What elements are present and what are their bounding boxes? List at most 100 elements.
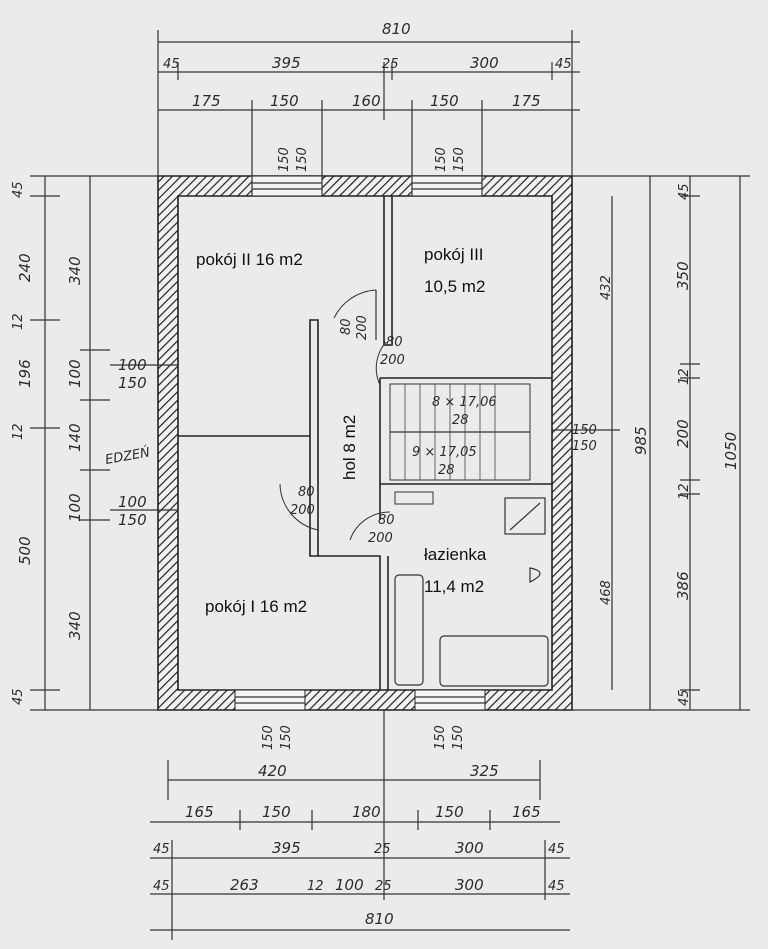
dim-bot-r4-2: 12 bbox=[307, 879, 324, 894]
dim-top-r2-3: 300 bbox=[470, 54, 499, 72]
dim-bot-r3-0: 45 bbox=[153, 842, 170, 857]
dim-right-outer-0: 45 bbox=[677, 183, 692, 200]
dim-top-win-2: 150 bbox=[434, 147, 449, 172]
bottom-dimension-lines bbox=[150, 710, 570, 940]
dim-right-outer-2: 12 bbox=[677, 368, 692, 385]
dim-right-inner-3: 468 bbox=[599, 580, 614, 605]
bathtub-icon bbox=[439, 635, 549, 687]
dim-left-inner-5: 500 bbox=[16, 536, 34, 565]
dim-top-r3-4: 175 bbox=[512, 92, 541, 110]
dim-left-open-3: 150 bbox=[118, 511, 147, 529]
dim-bot-r2-4: 165 bbox=[512, 803, 541, 821]
dim-left-inner-6: 45 bbox=[11, 688, 26, 705]
dim-right-outer-3: 200 bbox=[674, 419, 692, 448]
dim-bot-r3-1: 395 bbox=[272, 839, 301, 857]
dim-right-mid: 985 bbox=[632, 426, 650, 455]
dim-right-outer-5: 386 bbox=[674, 571, 692, 600]
left-dimension-lines bbox=[30, 175, 178, 711]
door-swings bbox=[279, 289, 391, 541]
dim-right-outer-6: 45 bbox=[677, 689, 692, 706]
dim-bot-r2-3: 150 bbox=[435, 803, 464, 821]
stair2-depth: 28 bbox=[438, 463, 455, 478]
room-label-pokoj-2: pokój II 16 m2 bbox=[196, 250, 303, 269]
dim-bot-r2-1: 150 bbox=[262, 803, 291, 821]
dim-left-outer-4: 340 bbox=[66, 611, 84, 640]
dim-left-inner-2: 12 bbox=[11, 313, 26, 330]
dim-right-outer-1: 350 bbox=[674, 261, 692, 290]
dim-bot-total: 810 bbox=[365, 910, 394, 928]
dim-bot-r4-5: 300 bbox=[455, 876, 484, 894]
dim-top-win-1: 150 bbox=[295, 147, 310, 172]
dim-left-open-0: 100 bbox=[118, 356, 147, 374]
bathtub-small-icon bbox=[394, 574, 424, 686]
dim-bot-win-2: 150 bbox=[433, 725, 448, 750]
dim-left-open-1: 150 bbox=[118, 374, 147, 392]
right-dimension-lines bbox=[552, 175, 750, 711]
dim-left-label: EDZEŃ bbox=[104, 444, 151, 468]
dim-top-r2-0: 45 bbox=[163, 57, 180, 72]
dim-left-inner-3: 196 bbox=[16, 359, 34, 388]
dim-bot-r3-3: 300 bbox=[455, 839, 484, 857]
staircase bbox=[389, 383, 531, 481]
dim-top-r2-4: 45 bbox=[555, 57, 572, 72]
dim-top-r2-1: 395 bbox=[272, 54, 301, 72]
dim-bot-r4-6: 45 bbox=[548, 879, 565, 894]
dim-bot-r2-2: 180 bbox=[352, 803, 381, 821]
dim-left-open-2: 100 bbox=[118, 493, 147, 511]
room-label-lazienka-area: 11,4 m2 bbox=[424, 577, 484, 596]
dim-bot-r4-1: 263 bbox=[230, 876, 259, 894]
shower-icon bbox=[504, 497, 546, 535]
toilet-icon bbox=[529, 567, 541, 583]
door3-height: 200 bbox=[290, 503, 315, 518]
dim-left-outer-1: 100 bbox=[66, 359, 84, 388]
dim-bot-r1-0: 420 bbox=[258, 762, 287, 780]
dim-top-win-0: 150 bbox=[277, 147, 292, 172]
dim-top-r2-2: 25 bbox=[382, 57, 399, 72]
dim-bot-r4-0: 45 bbox=[153, 879, 170, 894]
dim-bot-win-3: 150 bbox=[451, 725, 466, 750]
dim-top-r3-2: 160 bbox=[352, 92, 381, 110]
stair1-depth: 28 bbox=[452, 413, 469, 428]
dim-left-outer-0: 340 bbox=[66, 256, 84, 285]
dim-right-inner-2: 150 bbox=[572, 439, 597, 454]
room-label-pokoj-1: pokój I 16 m2 bbox=[205, 597, 307, 616]
room-label-hol: hol 8 m2 bbox=[340, 415, 359, 480]
room-label-pokoj-3-area: 10,5 m2 bbox=[424, 277, 485, 296]
dim-top-total: 810 bbox=[382, 20, 411, 38]
dim-top-r3-1: 150 bbox=[270, 92, 299, 110]
stair2-steps: 9 × 17,05 bbox=[412, 445, 477, 460]
door2-width: 80 bbox=[386, 335, 403, 350]
dim-bot-r3-2: 25 bbox=[374, 842, 391, 857]
bathroom-fixtures bbox=[394, 491, 549, 687]
door4-height: 200 bbox=[368, 531, 393, 546]
dim-bot-r3-4: 45 bbox=[548, 842, 565, 857]
stair1-steps: 8 × 17,06 bbox=[432, 395, 497, 410]
dim-top-r3-0: 175 bbox=[192, 92, 221, 110]
dim-right-outer-4: 12 bbox=[677, 483, 692, 500]
room-label-pokoj-3-name: pokój III bbox=[424, 245, 484, 264]
dim-bot-r4-3: 100 bbox=[335, 876, 364, 894]
dim-bot-r2-0: 165 bbox=[185, 803, 214, 821]
top-dimension-lines bbox=[157, 30, 580, 196]
interior-walls bbox=[178, 196, 552, 690]
dim-left-inner-0: 45 bbox=[11, 181, 26, 198]
door3-width: 80 bbox=[298, 485, 315, 500]
door2-height: 200 bbox=[380, 353, 405, 368]
door4-width: 80 bbox=[378, 513, 395, 528]
dim-left-outer-2: 140 bbox=[66, 423, 84, 452]
dim-left-inner-4: 12 bbox=[11, 423, 26, 440]
dim-bot-r1-1: 325 bbox=[470, 762, 499, 780]
dim-bot-r4-4: 25 bbox=[375, 879, 392, 894]
outer-walls bbox=[157, 175, 573, 711]
dim-right-inner-0: 432 bbox=[599, 275, 614, 300]
dim-top-win-3: 150 bbox=[452, 147, 467, 172]
dim-left-inner-1: 240 bbox=[16, 253, 34, 282]
dim-left-outer-3: 100 bbox=[66, 493, 84, 522]
dim-bot-win-0: 150 bbox=[261, 725, 276, 750]
door1-height: 200 bbox=[355, 315, 370, 340]
dim-top-r3-3: 150 bbox=[430, 92, 459, 110]
door1-width: 80 bbox=[339, 318, 354, 335]
dim-right-inner-1: 150 bbox=[572, 423, 597, 438]
dim-right-total: 1050 bbox=[722, 432, 740, 470]
room-label-lazienka-name: łazienka bbox=[424, 545, 487, 564]
